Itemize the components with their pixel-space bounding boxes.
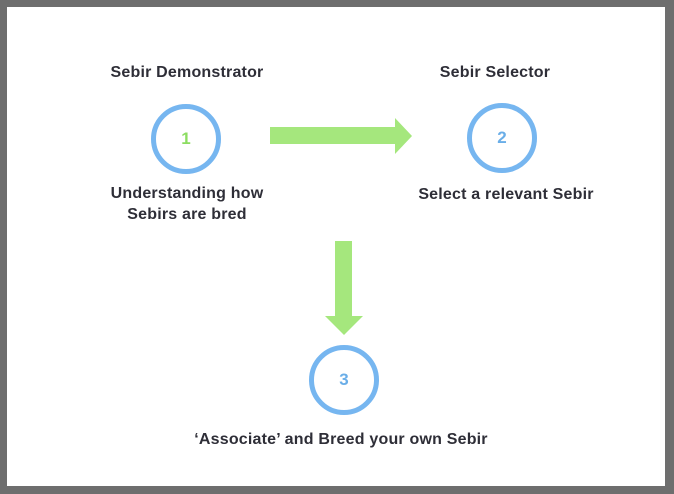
arrow-down-head — [325, 316, 363, 335]
arrow-down-shaft — [335, 241, 352, 316]
step-2-number: 2 — [497, 128, 507, 147]
step-2-circle: 2 — [467, 103, 537, 173]
step-1-circle: 1 — [151, 104, 221, 174]
step-2-caption: Select a relevant Sebir — [418, 186, 594, 203]
step-1-title: Sebir Demonstrator — [110, 64, 264, 81]
step-1-caption-line-1: Understanding how — [110, 185, 264, 202]
step-3-number: 3 — [339, 370, 349, 389]
step-1-number: 1 — [181, 129, 191, 148]
arrow-right-head — [395, 118, 412, 154]
step-1-caption: Understanding how Sebirs are bred — [67, 183, 307, 225]
step-3-circle: 3 — [309, 345, 379, 415]
step-1-caption-line-2: Sebirs are bred — [127, 206, 247, 223]
arrow-right-shaft — [270, 127, 396, 144]
step-2-title: Sebir Selector — [439, 64, 551, 81]
step-3-caption: ‘Associate’ and Breed your own Sebir — [194, 431, 488, 448]
